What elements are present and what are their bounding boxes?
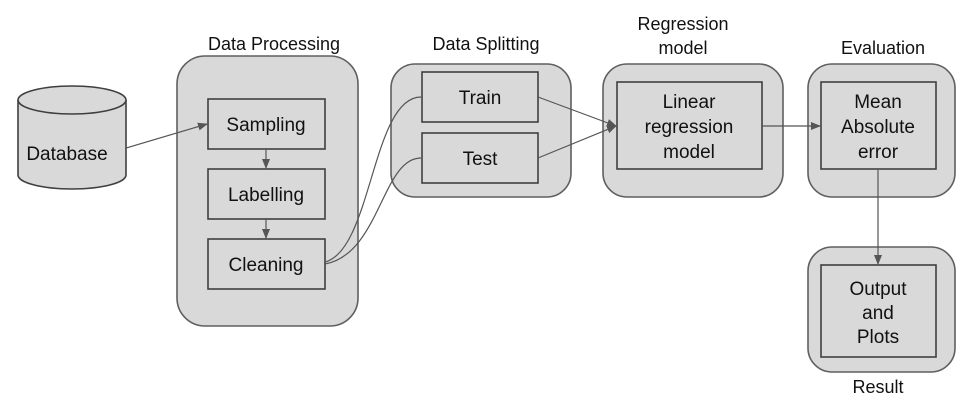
database-label: Database	[26, 144, 107, 165]
node-mae-line2: Absolute	[841, 117, 915, 138]
node-labelling-label: Labelling	[228, 185, 304, 206]
node-cleaning-box	[207, 238, 326, 290]
node-sampling-label: Sampling	[226, 115, 305, 136]
node-linear-regression-box	[616, 81, 763, 170]
group-title-splitting: Data Splitting	[432, 34, 539, 54]
edge-database-sampling	[125, 122, 208, 149]
edge-cleaning-test	[324, 157, 422, 265]
edge-cleaning-train	[324, 96, 422, 263]
node-output-line2: and	[862, 303, 894, 324]
node-test-label: Test	[463, 149, 499, 170]
node-output-line1: Output	[849, 279, 907, 300]
group-title-processing: Data Processing	[208, 34, 340, 54]
edge-test-regression	[537, 125, 617, 159]
node-labelling-box	[207, 168, 326, 220]
group-title-regression-2: model	[658, 38, 707, 58]
edge-train-regression	[537, 96, 617, 127]
node-output-line3: Plots	[857, 327, 899, 348]
node-mae-line1: Mean	[854, 92, 902, 113]
node-test-box	[421, 132, 539, 184]
node-sampling-box	[207, 98, 326, 150]
group-title-regression-1: Regression	[637, 14, 728, 34]
group-title-evaluation: Evaluation	[841, 38, 925, 58]
node-linear-regression-line3: model	[663, 142, 715, 163]
node-mae-box	[820, 81, 937, 170]
node-mae-line3: error	[858, 142, 899, 163]
group-title-result: Result	[852, 377, 903, 397]
node-train-label: Train	[459, 88, 502, 109]
node-output-box	[820, 264, 937, 358]
node-train-box	[421, 71, 539, 123]
node-linear-regression-line1: Linear	[663, 92, 716, 113]
node-linear-regression-line2: regression	[645, 117, 734, 138]
database-cylinder: Database	[17, 85, 127, 190]
node-cleaning-label: Cleaning	[229, 255, 304, 276]
